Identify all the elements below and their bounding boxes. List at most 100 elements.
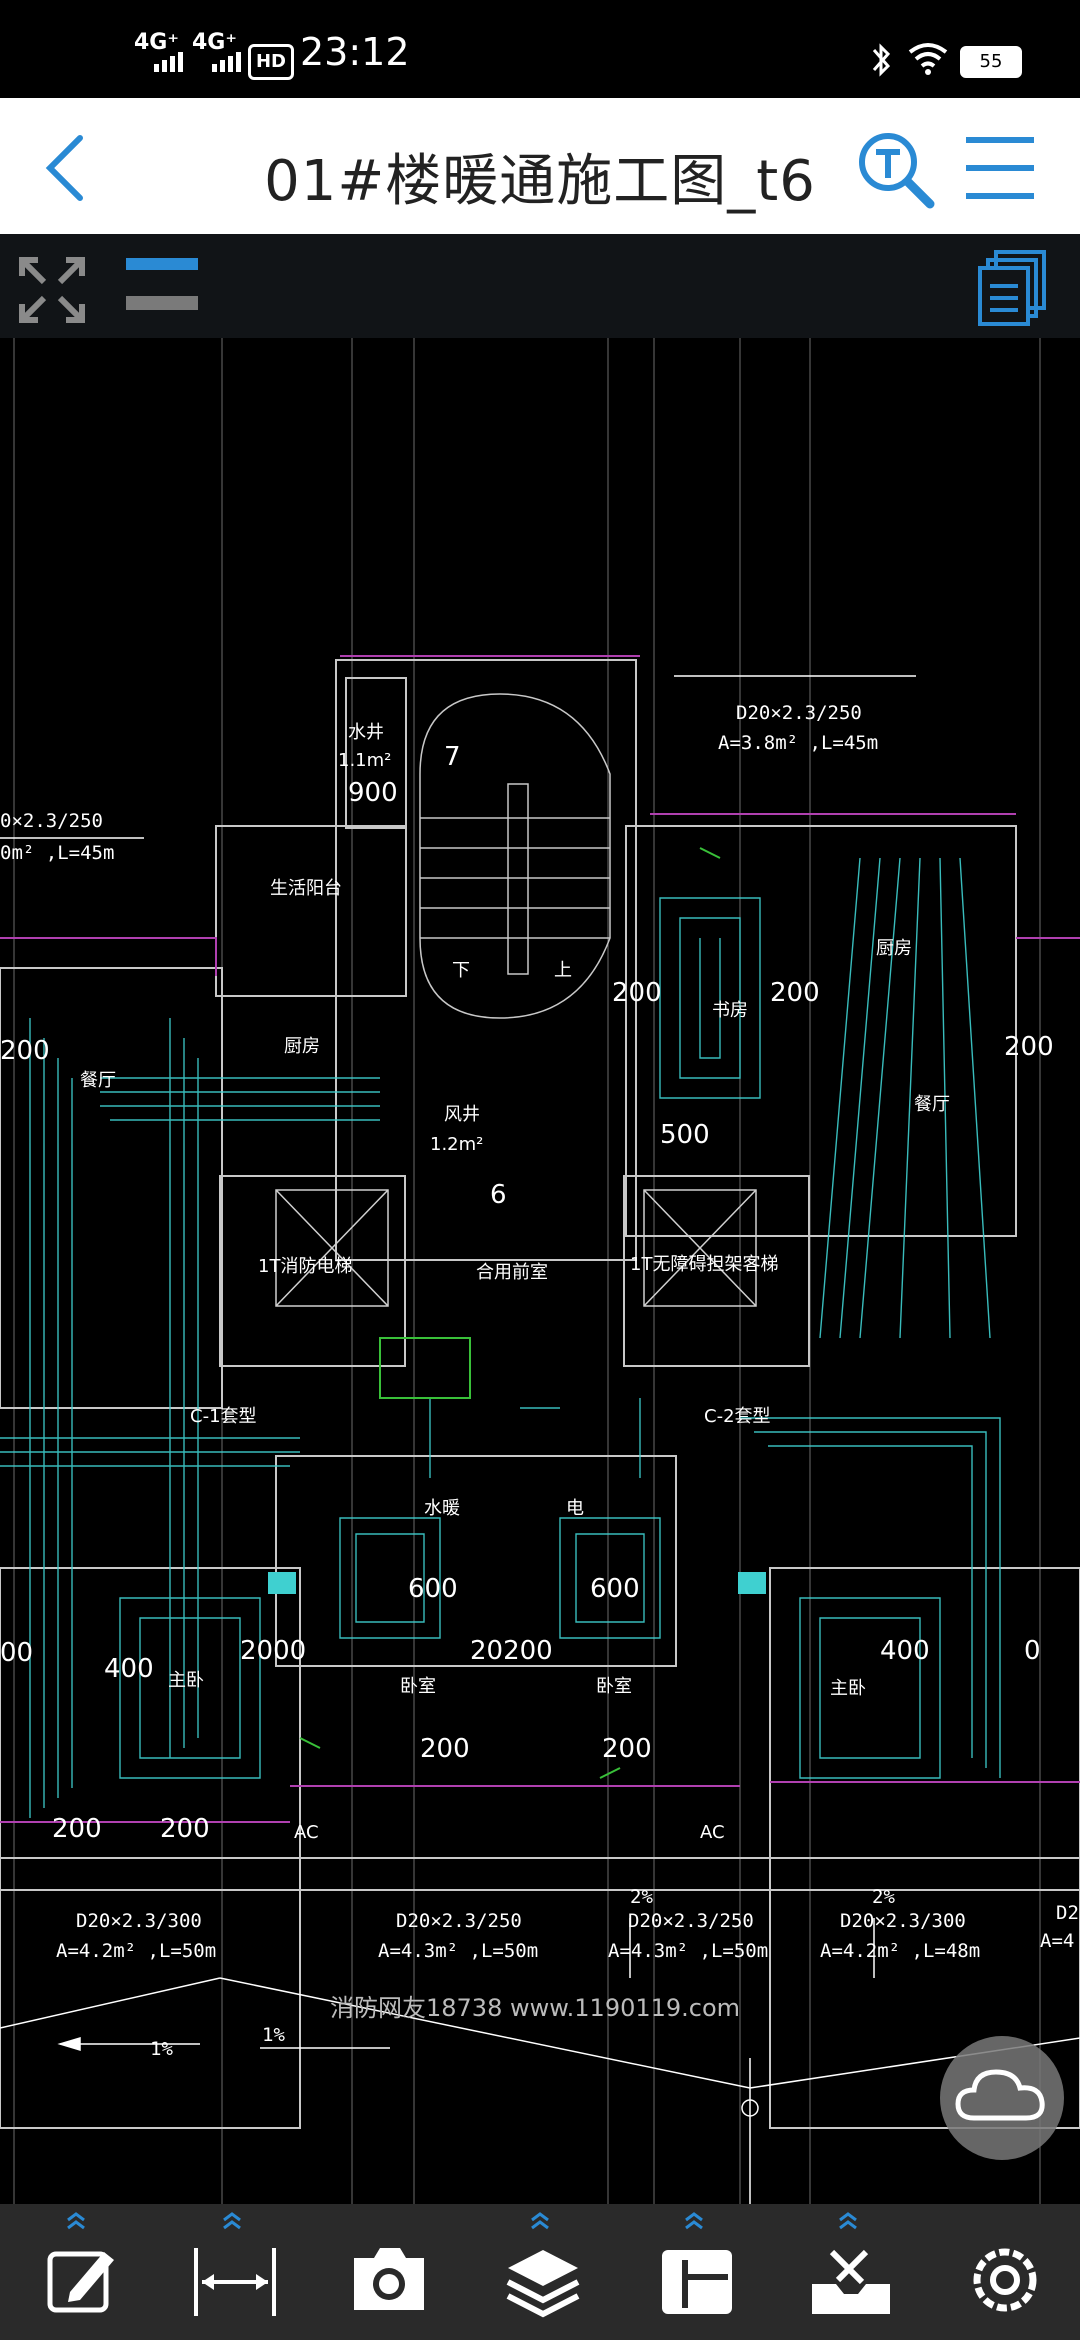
slope-label: 2% [872,1886,895,1908]
back-chevron-icon [45,135,83,201]
measure-icon [194,2212,276,2316]
dimension-label: 900 [348,778,398,808]
network-indicator-2: 4G⁺ [192,30,237,55]
room-label: 电 [566,1498,584,1519]
dimension-label: 400 [104,1654,154,1684]
dimension-label: 200 [602,1734,652,1764]
layout-icon [662,2212,732,2314]
room-label: 厨房 [284,1036,320,1057]
pipe-spec: A=4.3m² ,L=50m [378,1940,539,1962]
room-label: 主卧 [830,1678,866,1699]
layer-line-icon[interactable] [124,256,200,316]
view-toolbar [0,234,1080,338]
dimension-label: 500 [660,1120,710,1150]
wifi-icon [908,43,948,75]
dimension-label: 2000 [240,1636,307,1666]
annotate-button[interactable] [24,2212,134,2332]
hamburger-menu-icon [966,137,1034,199]
pipe-spec: D20×2.3/300 [840,1910,966,1932]
pipe-spec: 0×2.3/250 [0,810,103,832]
room-label: 1.1m² [338,750,392,771]
dimension-label: 200 [612,978,662,1008]
status-bar: 4G⁺ 4G⁺ HD 23:12 55 [0,0,1080,98]
camera-button[interactable] [334,2212,444,2332]
pipe-spec: A=4.3m² ,L=50m [608,1940,769,1962]
page-title: 01#楼暖通施工图_t6 [264,149,816,214]
pipe-spec: A=4.2m² ,L=50m [56,1940,217,1962]
room-label: 主卧 [168,1670,204,1691]
room-label: C-1套型 [190,1406,257,1427]
signal-bars-2-icon [212,52,241,72]
dimension-label: 0 [1024,1636,1041,1666]
dimension-label: 200 [1004,1032,1054,1062]
room-label: AC [700,1822,725,1843]
layers-icon [506,2212,580,2318]
dimension-label: 20200 [470,1636,553,1666]
dimension-label: 200 [770,978,820,1008]
annotate-icon [47,2212,114,2313]
status-time: 23:12 [300,30,410,74]
room-label: 厨房 [876,938,912,959]
dimension-label: 00 [0,1638,34,1668]
dimension-label: 400 [880,1636,930,1666]
settings-button[interactable] [950,2212,1060,2332]
hd-badge: HD [248,44,294,80]
pipe-spec: D20×2.3/300 [76,1910,202,1932]
network-indicator-1: 4G⁺ [134,30,179,55]
pipe-spec: A=4.2m² ,L=48m [820,1940,981,1962]
pipe-spec: D20×2.3/250 [396,1910,522,1932]
room-label: 风井 [444,1104,480,1125]
room-label: 餐厅 [914,1094,950,1115]
room-label: 餐厅 [80,1070,116,1091]
camera-icon [354,2248,424,2310]
room-label: 1T消防电梯 [258,1256,353,1277]
slope-label: 2% [630,1886,653,1908]
menu-button[interactable] [960,130,1040,206]
room-label: 生活阳台 [270,878,342,899]
expand-icon[interactable] [16,254,88,326]
slope-label: 1% [150,2038,173,2060]
room-label: 水井 [348,722,384,743]
pipe-spec: D20×2.3/250 [628,1910,754,1932]
pipe-spec: A=4 [1040,1930,1075,1952]
dimension-label: 200 [420,1734,470,1764]
room-label: 水暖 [424,1498,460,1519]
app-header: 01#楼暖通施工图_t6 [0,98,1080,234]
bluetooth-icon [872,43,891,77]
tools-button[interactable] [796,2212,906,2332]
dimension-label: 200 [0,1036,50,1066]
watermark-text: 消防网友18738 www.1190119.com [330,1994,741,2022]
cloud-button[interactable] [940,2036,1064,2160]
layers-button[interactable] [488,2212,598,2332]
pipe-spec: 0m² ,L=45m [0,842,115,864]
battery-indicator: 55 [960,46,1022,78]
dimension-label: 7 [444,742,461,772]
dimension-label: 600 [408,1574,458,1604]
measure-button[interactable] [180,2212,290,2332]
pipe-spec: D2 [1056,1902,1079,1924]
slope-label: 1% [262,2024,285,2046]
room-label: AC [294,1822,319,1843]
signal-bars-1-icon [154,52,183,72]
pipe-spec: D20×2.3/250 [736,702,862,724]
text-search-button[interactable] [850,124,940,214]
dimension-label: 600 [590,1574,640,1604]
cad-drawing-canvas[interactable]: 水井 1.1m² 生活阳台 厨房 餐厅 风井 1.2m² 下 上 1T消防电梯 … [0,338,1080,2204]
room-label: 合用前室 [476,1262,548,1283]
room-label: 上 [554,960,572,981]
dimension-label: 6 [490,1180,507,1210]
floor-plan-lines [0,338,1080,2204]
room-label: 书房 [712,1000,748,1021]
tools-icon [812,2212,890,2314]
cloud-icon [955,2069,1045,2121]
layout-button[interactable] [642,2212,752,2332]
dimension-label: 200 [160,1814,210,1844]
layouts-stack-icon[interactable] [978,248,1050,328]
back-button[interactable] [30,128,110,208]
room-label: 卧室 [596,1676,632,1697]
room-label: 卧室 [400,1676,436,1697]
settings-icon [973,2248,1037,2312]
pipe-spec: A=3.8m² ,L=45m [718,732,879,754]
bottom-toolbar [0,2204,1080,2340]
text-search-icon [859,133,935,209]
